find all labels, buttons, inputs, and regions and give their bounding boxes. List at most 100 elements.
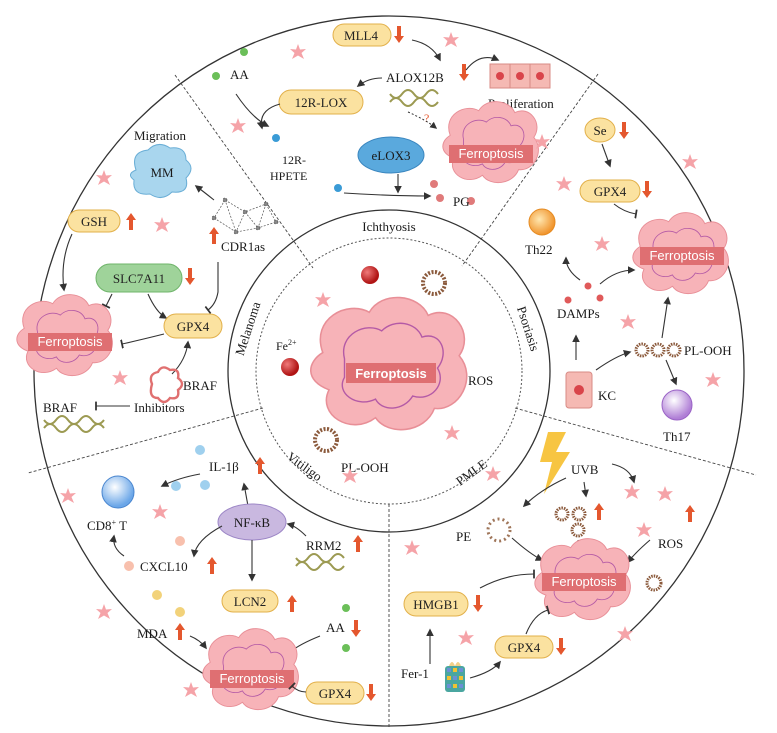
psoriasis-star-2 [556,176,572,191]
center-ferroptosis-label: Ferroptosis [355,366,427,381]
dna-helix-rrm2 [295,553,345,571]
pe-blob [486,517,512,543]
braf-inhibitor-icon [149,366,184,404]
fer1-label: Fer-1 [401,666,429,681]
r12lox-pill [278,89,364,115]
psoriasis-star-4 [594,236,610,251]
tee-cdr1as-gpx4 [204,262,219,315]
mda-label: MDA [137,626,168,641]
cd8-t: T [116,518,127,533]
ichthyosis-section: MLL4 AA ALOX12B Proliferation 12R-LOX ? … [212,23,554,209]
arrow-gsh-ferroptosis [59,233,73,292]
pmle-gpx4-down-arrow [556,638,566,655]
psoriasis-star-5 [620,314,636,329]
arrow-mda-ferroptosis [189,635,207,650]
hpete-sphere-1 [272,134,280,142]
center-iron-text: Fe [276,339,288,353]
pmle-star-2 [624,484,640,499]
plooh-ring-3 [666,342,682,358]
aa-label-top: AA [230,67,249,82]
aa-sphere-3 [342,604,350,612]
ichthyosis-ferro-label: Ferroptosis [458,146,524,161]
center-star-1 [315,292,331,307]
uvb-ring-1 [554,506,570,522]
ichthyosis-star-2 [443,32,459,47]
arrow-to-proliferation [465,53,500,71]
aa-sphere-4 [342,644,350,652]
uvb-ring-2 [571,506,587,522]
pg-sphere-1 [430,180,438,188]
il1b-sphere-3 [200,480,210,490]
gsh-pill [67,209,121,233]
cd8-label: CD8+ T [87,518,127,533]
divider-psoriasis-pmle [514,407,757,476]
melanoma-gpx4-label: GPX4 [177,319,210,334]
aa-down-arrow [351,620,361,637]
psoriasis-gpx4-label: GPX4 [594,184,627,199]
pmle-ros-label: ROS [658,536,683,551]
plooh-ring-2 [650,342,666,358]
arrow-ros-ferroptosis [627,539,651,564]
arrow-damps-ferroptosis [599,266,636,285]
pmle-star-5 [636,522,652,537]
arrow-cxcl10-cd8 [109,534,125,557]
nfkb-label: NF-κB [234,515,270,530]
melanoma-star-2 [154,217,170,232]
pg-label: PG [453,194,470,209]
psoriasis-gpx4-down-arrow [642,181,652,198]
cdr1as-label: CDR1as [221,239,265,254]
cdr1as-up-arrow [209,227,219,244]
arrow-uvb-pe [522,477,567,508]
arrow-mll4-alox12b [411,39,441,62]
mda-up-arrow [175,623,185,640]
arrow-12rlox-hpete [256,103,281,130]
vitiligo-gpx4-down-arrow [366,684,376,701]
th22-label: Th22 [525,242,552,257]
divider-vitiligo-melanoma [27,407,264,474]
uvb-ring-3 [570,522,586,538]
hmgb1-pill [403,591,469,617]
il1b-sphere-1 [195,445,205,455]
center-iron-sphere [281,358,299,376]
se-down-arrow [619,122,629,139]
cd8-text: CD8 [87,518,112,533]
psoriasis-ferro-label: Ferroptosis [649,248,715,263]
arrow-se-gpx4 [601,143,612,168]
arrow-hpete-pg [343,192,432,200]
psoriasis-star-3 [682,154,698,169]
melanoma-star-3 [112,370,128,385]
divider-ichthyosis-melanoma [174,74,314,269]
cxcl10-sphere-1 [175,536,185,546]
pmle-side-ring [645,574,663,592]
ring-label-ichthyosis: Ichthyosis [362,219,415,234]
tee-gpx4-ferroptosis [613,203,638,219]
cxcl10-label: CXCL10 [140,559,188,574]
divider-ichthyosis-psoriasis [461,73,599,267]
melanoma-gpx4-pill [163,313,223,339]
mll4-pill [332,23,392,47]
cxcl10-sphere-2 [124,561,134,571]
vitiligo-gpx4-pill [305,681,365,705]
vitiligo-gpx4-label: GPX4 [319,686,352,701]
mll4-down-arrow [394,26,404,43]
psoriasis-plooh-label: PL-OOH [684,343,732,358]
vitiligo-star-5 [183,682,199,697]
hpete-label-2: HPETE [270,169,307,183]
melanoma-star-1 [96,170,112,185]
hmgb1-label: HMGB1 [413,597,459,612]
psoriasis-star-6 [705,372,721,387]
damps-label: DAMPs [557,306,600,321]
elox3-label: eLOX3 [372,148,411,163]
arrow-pe-ferroptosis [511,537,544,561]
uvb-lightning-icon [540,432,570,494]
cdr1as-network-icon [211,197,279,235]
gsh-label: GSH [81,214,107,229]
vitiligo-ferroptosis-cell [202,628,299,711]
pg-sphere-3 [467,197,475,205]
th17-cell [661,389,693,421]
arrow-slc7a11-gpx4 [147,293,168,319]
question-mark: ? [424,111,429,125]
center-iron-charge: 2+ [288,338,297,347]
tee-gpx4-ferroptosis-melanoma [120,333,165,349]
pmle-gpx4-label: GPX4 [508,640,541,655]
